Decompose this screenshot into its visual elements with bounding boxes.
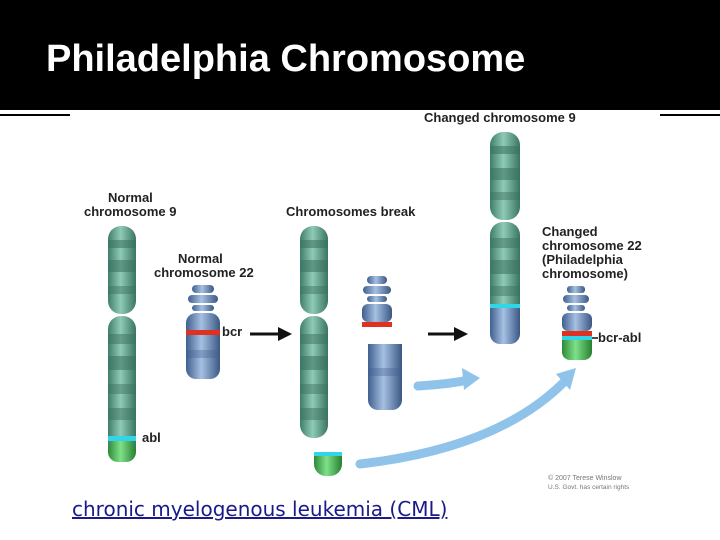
changed-chr22-label-line4: chromosome) <box>542 266 628 281</box>
light-blue-arrow-1 <box>413 375 473 391</box>
light-blue-arrowhead-2 <box>556 368 576 390</box>
normal-chromosome-22 <box>186 285 220 379</box>
breaking-chromosome-22 <box>362 276 402 410</box>
changed-chr22-label-line1: Changed <box>542 224 598 239</box>
normal-chr22-label-line1: Normal <box>178 251 223 266</box>
slide-title: Philadelphia Chromosome <box>46 38 526 80</box>
bcr-abl-gene-label: bcr-abl <box>598 330 641 345</box>
light-blue-arrow-2 <box>355 375 571 469</box>
credit-line-1: © 2007 Terese Winslow <box>548 474 622 482</box>
bcr-gene-label: bcr <box>222 324 242 339</box>
normal-chr22-label-line2: chromosome 22 <box>154 265 254 280</box>
chromosome-translocation-diagram: Normal chromosome 9 Normal chromosome 22… <box>84 110 642 491</box>
credit-line-2: U.S. Govt. has certain rights <box>548 484 630 491</box>
normal-chr9-label-line2: chromosome 9 <box>84 204 176 219</box>
light-blue-arrowhead-1 <box>462 368 480 390</box>
black-arrow-1 <box>250 327 292 341</box>
changed-chr9-label: Changed chromosome 9 <box>424 110 576 125</box>
title-rule-right <box>660 114 720 116</box>
cml-link[interactable]: chronic myelogenous leukemia (CML) <box>72 497 448 521</box>
title-bar <box>0 0 720 110</box>
black-arrow-2 <box>428 327 468 341</box>
changed-chr22-label-line3: (Philadelphia <box>542 252 624 267</box>
title-rule-left <box>0 114 70 116</box>
abl-gene-label: abl <box>142 430 161 445</box>
normal-chromosome-9 <box>108 226 136 462</box>
philadelphia-chromosome <box>562 286 592 360</box>
breaking-chromosome-9 <box>300 226 342 476</box>
changed-chr22-label-line2: chromosome 22 <box>542 238 642 253</box>
normal-chr9-label-line1: Normal <box>108 190 153 205</box>
chromosomes-break-label: Chromosomes break <box>286 204 416 219</box>
changed-chromosome-9 <box>490 132 520 344</box>
